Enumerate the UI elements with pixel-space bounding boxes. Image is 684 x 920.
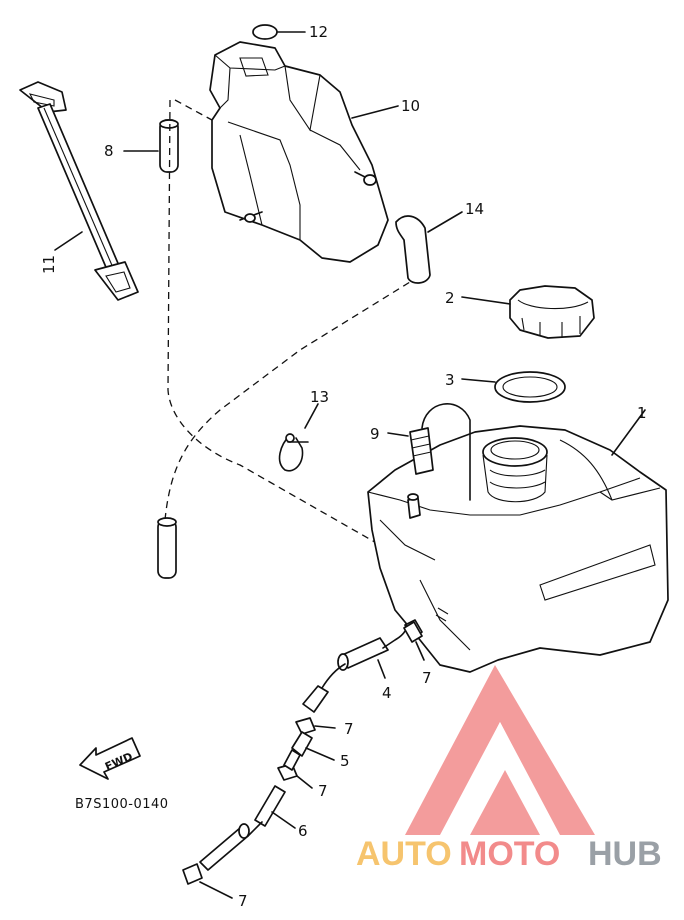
callout-1: 1: [637, 404, 647, 422]
callout-2: 2: [445, 289, 455, 307]
part-4-hose: [302, 623, 408, 713]
callout-3: 3: [445, 371, 455, 389]
callout-4: 4: [382, 684, 392, 702]
diagram-code: B7S100-0140: [75, 797, 169, 812]
watermark-hub: HUB: [588, 835, 662, 873]
callout-7d: 7: [238, 892, 248, 910]
part-13-clip: [278, 403, 319, 472]
fwd-arrow-icon: [79, 737, 141, 780]
callout-7c: 7: [318, 782, 328, 800]
part-7-clamps: [182, 621, 425, 899]
part-2-filler-cap: [461, 285, 595, 339]
callout-14: 14: [465, 200, 484, 218]
watermark-auto: AUTO: [356, 835, 452, 873]
callout-13: 13: [310, 388, 329, 406]
part-8-hose: [123, 119, 179, 173]
part-12-cap: [252, 24, 306, 40]
callout-10: 10: [401, 97, 420, 115]
part-6-hose: [199, 785, 296, 871]
callout-12: 12: [309, 23, 328, 41]
part-1-fuel-tank: [367, 409, 669, 673]
part-10-reservoir-tank: [209, 41, 399, 263]
callout-7a: 7: [422, 669, 432, 687]
part-3-gasket: [461, 371, 566, 403]
part-5-joint: [283, 731, 335, 771]
part-11-strap: [19, 81, 139, 301]
part-9-hose: [387, 403, 471, 501]
callout-5: 5: [340, 752, 350, 770]
callout-6: 6: [298, 822, 308, 840]
watermark-moto: MOTO: [459, 835, 560, 873]
breather-routing-lines: [164, 99, 441, 571]
callout-7b: 7: [344, 720, 354, 738]
watermark-text: AUTO MOTO HUB: [356, 835, 662, 873]
part-14-hose: [395, 211, 463, 284]
watermark-logo: [405, 665, 595, 835]
part-8-lower-hose: [157, 517, 177, 579]
callout-8: 8: [104, 142, 114, 160]
callout-9: 9: [370, 425, 380, 443]
callout-11: 11: [40, 255, 58, 274]
